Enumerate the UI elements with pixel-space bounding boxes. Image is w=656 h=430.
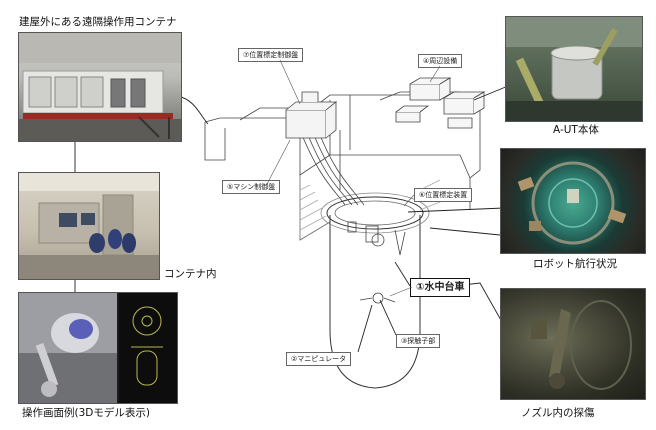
operation-screen-photo	[18, 292, 178, 404]
callout-manipulator: ②マニピュレータ	[286, 352, 352, 366]
operation-screen-illustration	[19, 293, 177, 403]
callout-machine-control-panel: ⑤マシン制御盤	[222, 180, 281, 194]
callout-position-device: ⑥位置標定装置	[414, 188, 473, 202]
a-ut-body-caption: A-UT本体	[553, 124, 599, 136]
container-interior-caption: コンテナ内	[164, 268, 217, 280]
robot-navigation-illustration	[517, 161, 627, 245]
callout-probe: ③探触子部	[396, 334, 441, 348]
nozzle-inspection-caption: ノズル内の探傷	[521, 407, 595, 419]
operation-screen-caption: 操作画面例(3Dモデル表示)	[22, 407, 150, 419]
container-exterior-caption: 建屋外にある遠隔操作用コンテナ	[19, 16, 177, 28]
robot-navigation-photo	[500, 148, 646, 254]
container-interior-illustration	[19, 173, 159, 279]
a-ut-body-photo	[505, 16, 643, 122]
callout-peripheral-equipment: ④周辺設備	[418, 54, 463, 68]
callout-position-control-panel: ⑦位置標定制御盤	[238, 48, 304, 62]
container-exterior-photo	[18, 32, 182, 142]
nozzle-inspection-illustration	[531, 300, 632, 390]
container-exterior-illustration	[19, 33, 181, 141]
nozzle-inspection-photo	[500, 288, 646, 400]
callout-underwater-carriage: ①水中台車	[410, 278, 471, 297]
container-interior-photo	[18, 172, 160, 280]
robot-navigation-caption: ロボット航行状況	[533, 258, 617, 270]
a-ut-body-illustration	[506, 17, 642, 121]
